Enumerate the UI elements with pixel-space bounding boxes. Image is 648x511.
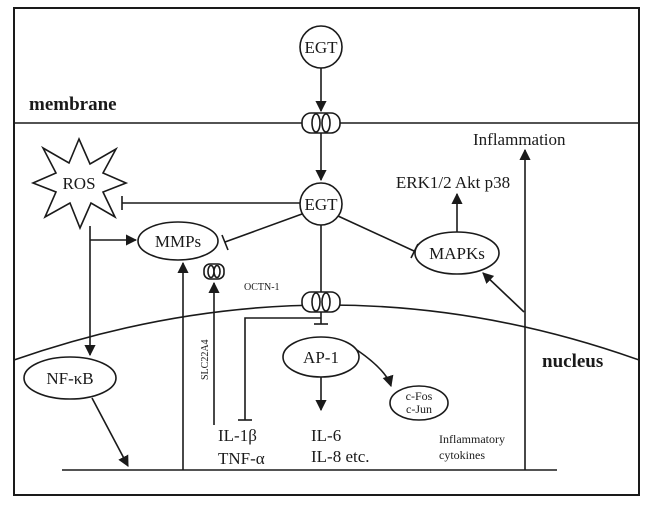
ros-starburst-shape: [30, 136, 129, 231]
tnfa-label: TNF-α: [218, 449, 265, 468]
egt-inside-label: EGT: [304, 195, 338, 214]
diagram-frame: [13, 7, 640, 496]
octn1-transporter-icon: [203, 263, 225, 280]
membrane-transporter-icon: [301, 112, 341, 134]
ros-label: ROS: [62, 174, 95, 193]
il8-label: IL-8 etc.: [311, 447, 370, 466]
slc22a4-label: SLC22A4: [200, 339, 211, 380]
inhibit-egt-mapks-line: [337, 215, 415, 252]
arrow-ap1-to-cfos-cjun: [356, 349, 394, 388]
inhibit-il1b-path: [244, 317, 321, 420]
inflammatory-label: Inflammatory: [439, 432, 505, 446]
mmps-label: MMPs: [155, 232, 201, 251]
il1b-label: IL-1β: [218, 426, 257, 445]
inflammation-label: Inflammation: [473, 130, 566, 149]
nfkb-node: [23, 356, 117, 400]
mmps-node: [137, 221, 219, 261]
octn1-label: OCTN-1: [244, 282, 280, 293]
ap1-label: AP-1: [303, 348, 339, 367]
inhibit-egt-mmps-line: [224, 213, 303, 243]
cfos-cjun-node: [389, 385, 449, 421]
cjun-label: c-Jun: [406, 402, 432, 416]
arrow-nfkb-to-baseline: [91, 397, 129, 467]
membrane-label: membrane: [29, 94, 117, 115]
nfkb-label: NF-κB: [46, 369, 93, 388]
erk-akt-p38-label: ERK1/2 Akt p38: [396, 173, 510, 192]
nucleus-label: nucleus: [542, 351, 603, 372]
nuclear-transporter-icon: [301, 291, 341, 313]
mapks-label: MAPKs: [429, 244, 485, 263]
arrow-cytokines-to-mapks: [482, 272, 525, 313]
cfos-label: c-Fos: [406, 389, 433, 403]
inhibit-egt-mmps-bar: [221, 234, 229, 251]
egt-outside-label: EGT: [304, 38, 338, 57]
cytokines-label: cytokines: [439, 448, 485, 462]
il6-label: IL-6: [311, 426, 341, 445]
